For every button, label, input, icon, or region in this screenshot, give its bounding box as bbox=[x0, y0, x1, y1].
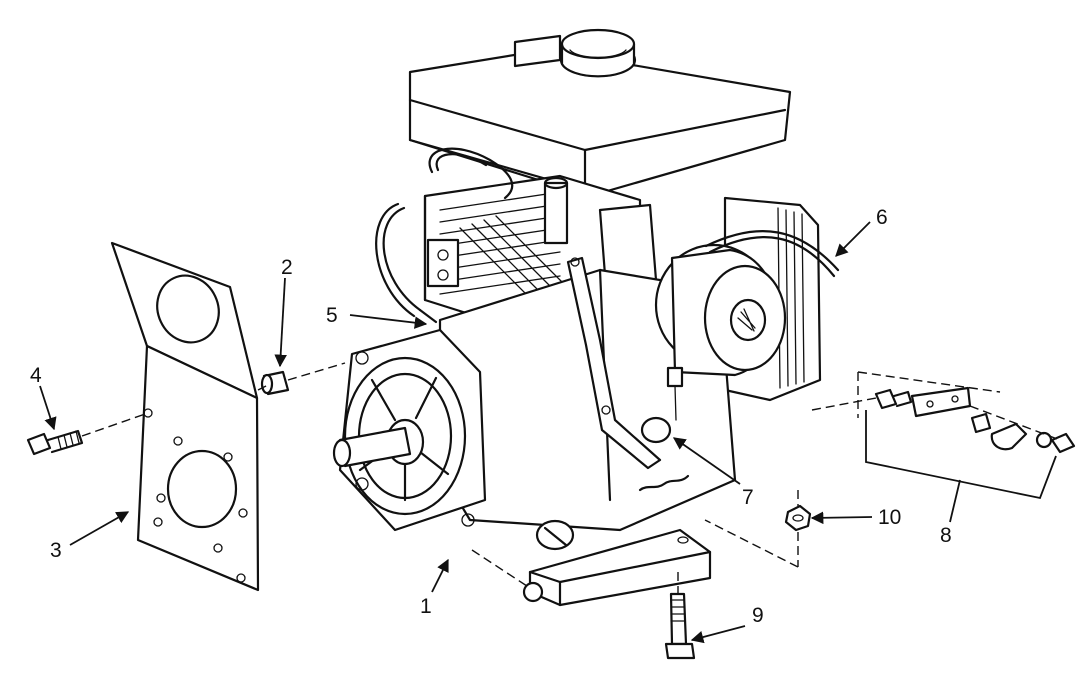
callout-9: 9 bbox=[752, 604, 764, 627]
bracket-kit bbox=[874, 386, 1076, 454]
engine bbox=[332, 28, 840, 607]
mounting-plate bbox=[110, 241, 260, 592]
callout-4: 4 bbox=[30, 364, 42, 387]
callout-2: 2 bbox=[281, 256, 293, 279]
callout-5: 5 bbox=[326, 304, 338, 327]
callout-6: 6 bbox=[876, 206, 888, 229]
callout-3: 3 bbox=[50, 539, 62, 562]
hex-nut bbox=[784, 504, 812, 532]
callout-1: 1 bbox=[420, 595, 432, 618]
callout-7: 7 bbox=[742, 486, 754, 509]
hex-bolt-left bbox=[26, 429, 84, 456]
spacer bbox=[260, 370, 290, 396]
callout-leaders bbox=[39, 221, 1057, 644]
callout-10: 10 bbox=[878, 506, 901, 529]
callout-8: 8 bbox=[940, 524, 952, 547]
hex-bolt-bottom bbox=[664, 592, 696, 660]
